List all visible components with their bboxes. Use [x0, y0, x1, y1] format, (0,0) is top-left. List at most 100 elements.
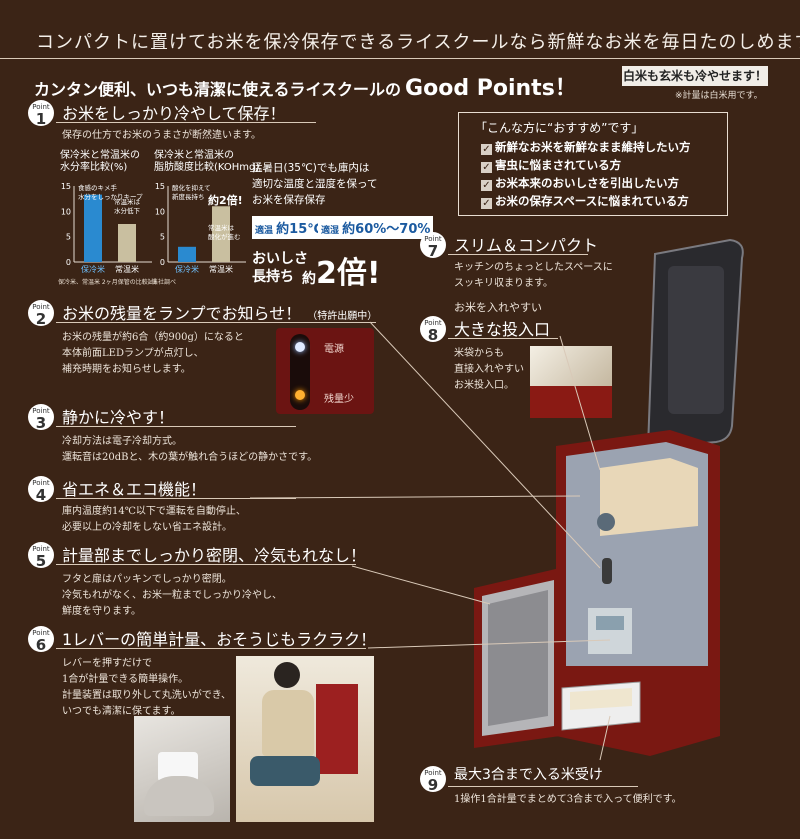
- main-body: [556, 430, 720, 756]
- chart-title-acid: 保冷米と常温米の 脂肪酸度比較(KOHmg): [154, 150, 260, 173]
- person-body-icon: [262, 690, 314, 756]
- underline: [56, 122, 316, 123]
- point-title-8: 大きな投入口: [454, 320, 551, 339]
- inlet-edge-icon: [530, 386, 612, 418]
- washing-photo: [134, 716, 230, 822]
- point-title-4: 省エネ＆エコ機能！: [62, 480, 207, 499]
- temp-tag: 適温 約15℃: [252, 216, 326, 239]
- annotation: 常温米は: [114, 197, 141, 206]
- led-panel: 電源 残量少: [276, 328, 374, 414]
- moisture-chart: 0 5 10 15 保冷米常温米 食感のキメ手水分をしっかりキープ常温米は水分低下保冷米、…: [58, 182, 156, 286]
- underline: [448, 338, 558, 339]
- underline: [56, 322, 376, 323]
- point-title-6: 1レバーの簡単計量、おそうじもラクラク！: [62, 630, 377, 649]
- point-text-9: 1操作1合計量でまとめて3合まで入って便利です。: [454, 794, 682, 805]
- point-title-9: 最大3合まで入る米受け: [454, 767, 603, 783]
- bar: [212, 206, 230, 262]
- recommend-item: ✓お米本来のおいしさを引出したい方: [481, 176, 679, 191]
- person-legs-icon: [250, 756, 320, 786]
- x-tick-label: 保冷米: [175, 264, 199, 274]
- annotation: 水分低下: [114, 206, 141, 215]
- y-tick-label: 10: [61, 207, 71, 216]
- y-tick-label: 5: [160, 233, 165, 242]
- point-title-2: お米の残量をランプでお知らせ！（特許出願中）: [62, 304, 378, 323]
- recommend-item: ✓お米の保存スペースに悩まれている方: [481, 194, 689, 209]
- summer-text: 猛暑日(35℃)でも庫内は 適切な温度と湿度を保って お米を保存保存: [252, 162, 378, 206]
- chart-footnote: 保冷米、常温米 2ヶ月保管の比較試験: [58, 278, 156, 286]
- y-tick-label: 5: [66, 233, 71, 242]
- underline: [448, 254, 588, 255]
- underline: [448, 786, 638, 787]
- annotation: 酸化を抑えて: [172, 183, 211, 192]
- underline: [56, 426, 296, 427]
- open-door: [474, 568, 560, 748]
- rice-cooler-photo-icon: [316, 684, 358, 774]
- rice-type-badge: 白米も玄米も冷やせます！: [622, 66, 768, 86]
- rice-pour-photo: [530, 346, 612, 418]
- oishisa-value: 約2倍!: [302, 256, 381, 291]
- humid-tag: 適湿 約60%〜70%: [318, 216, 434, 239]
- chart-title-moisture: 保冷米と常温米の 水分率比較(%): [60, 150, 140, 173]
- point-title-3: 静かに冷やす！: [62, 408, 175, 427]
- point-title-8-lead: お米を入れやすい: [454, 301, 542, 314]
- acid-chart: 051015保冷米常温米酸化を抑えて新度長持ち約2倍!常温米は酸化が進む当社調べ: [152, 182, 246, 286]
- point-text-3: 冷却方法は電子冷却方式。 運転音は20dBと、木の葉が触れ合うほどの静かさです。: [62, 436, 318, 463]
- point-text-1: 保存の仕方でお米のうまさが断然違います。: [62, 130, 261, 141]
- y-tick-label: 0: [160, 258, 165, 267]
- check-icon: ✓: [481, 198, 492, 209]
- annotation: 酸化が進む: [208, 232, 241, 241]
- bar: [84, 194, 102, 262]
- annotation: 食感のキメ手: [78, 183, 118, 192]
- point-text-7: キッチンのちょっとしたスペースに スッキリ収まります。: [454, 262, 613, 289]
- bar: [118, 224, 136, 262]
- annotation: 常温米は: [208, 223, 235, 232]
- point-title-1: お米をしっかり冷やして保存！: [62, 104, 286, 123]
- y-tick-label: 10: [155, 207, 165, 216]
- power-label: 電源: [324, 344, 344, 355]
- y-tick-label: 15: [155, 182, 165, 191]
- recommend-box: 「こんな方に“おすすめ”です」 ✓新鮮なお米を新鮮なまま維持したい方 ✓害虫に悩…: [458, 112, 728, 216]
- point-title-7: スリム＆コンパクト: [454, 236, 599, 255]
- chart-footnote: 当社調べ: [152, 278, 176, 286]
- power-led-icon: [295, 342, 305, 352]
- rice-cooler-product: [474, 238, 744, 756]
- rice-tray: [561, 608, 641, 731]
- point-title-5: 計量部までしっかり密閉、冷気もれなし！: [62, 546, 367, 565]
- bar: [178, 246, 196, 262]
- recommend-item: ✓害虫に悩まされている方: [481, 158, 622, 173]
- x-tick-label: 保冷米: [81, 264, 105, 274]
- check-icon: ✓: [481, 162, 492, 173]
- x-tick-label: 常温米: [115, 264, 139, 274]
- divider: [0, 58, 800, 59]
- annotation: 約2倍!: [208, 193, 243, 207]
- y-tick-label: 0: [66, 258, 71, 267]
- oishisa-label: おいしさ 長持ち: [252, 251, 308, 285]
- point-text-6: レバーを押すだけで 1合が計量できる簡単操作。 計量装置は取り外して丸洗いができ…: [62, 658, 231, 717]
- low-rice-label: 残量少: [324, 394, 354, 405]
- annotation: 新度長持ち: [172, 192, 205, 201]
- check-icon: ✓: [481, 180, 492, 191]
- person-photo: [236, 656, 374, 822]
- underline: [56, 498, 296, 499]
- open-lid: [646, 238, 744, 450]
- y-tick-label: 15: [61, 182, 71, 191]
- person-head-icon: [274, 662, 300, 688]
- underline: [56, 564, 356, 565]
- point-text-4: 庫内温度約14℃以下で運転を自動停止、 必要以上の冷却をしない省エネ設計。: [62, 506, 246, 533]
- underline: [56, 648, 366, 649]
- annotation: 水分をしっかりキープ: [78, 192, 143, 201]
- recommend-item: ✓新鮮なお米を新鮮なまま維持したい方: [481, 140, 691, 155]
- hands-icon: [144, 776, 214, 816]
- recommend-title: 「こんな方に“おすすめ”です」: [475, 121, 644, 135]
- point-text-5: フタと扉はパッキンでしっかり密閉。 冷気もれがなく、お米一粒までしっかり冷やし、…: [62, 574, 282, 617]
